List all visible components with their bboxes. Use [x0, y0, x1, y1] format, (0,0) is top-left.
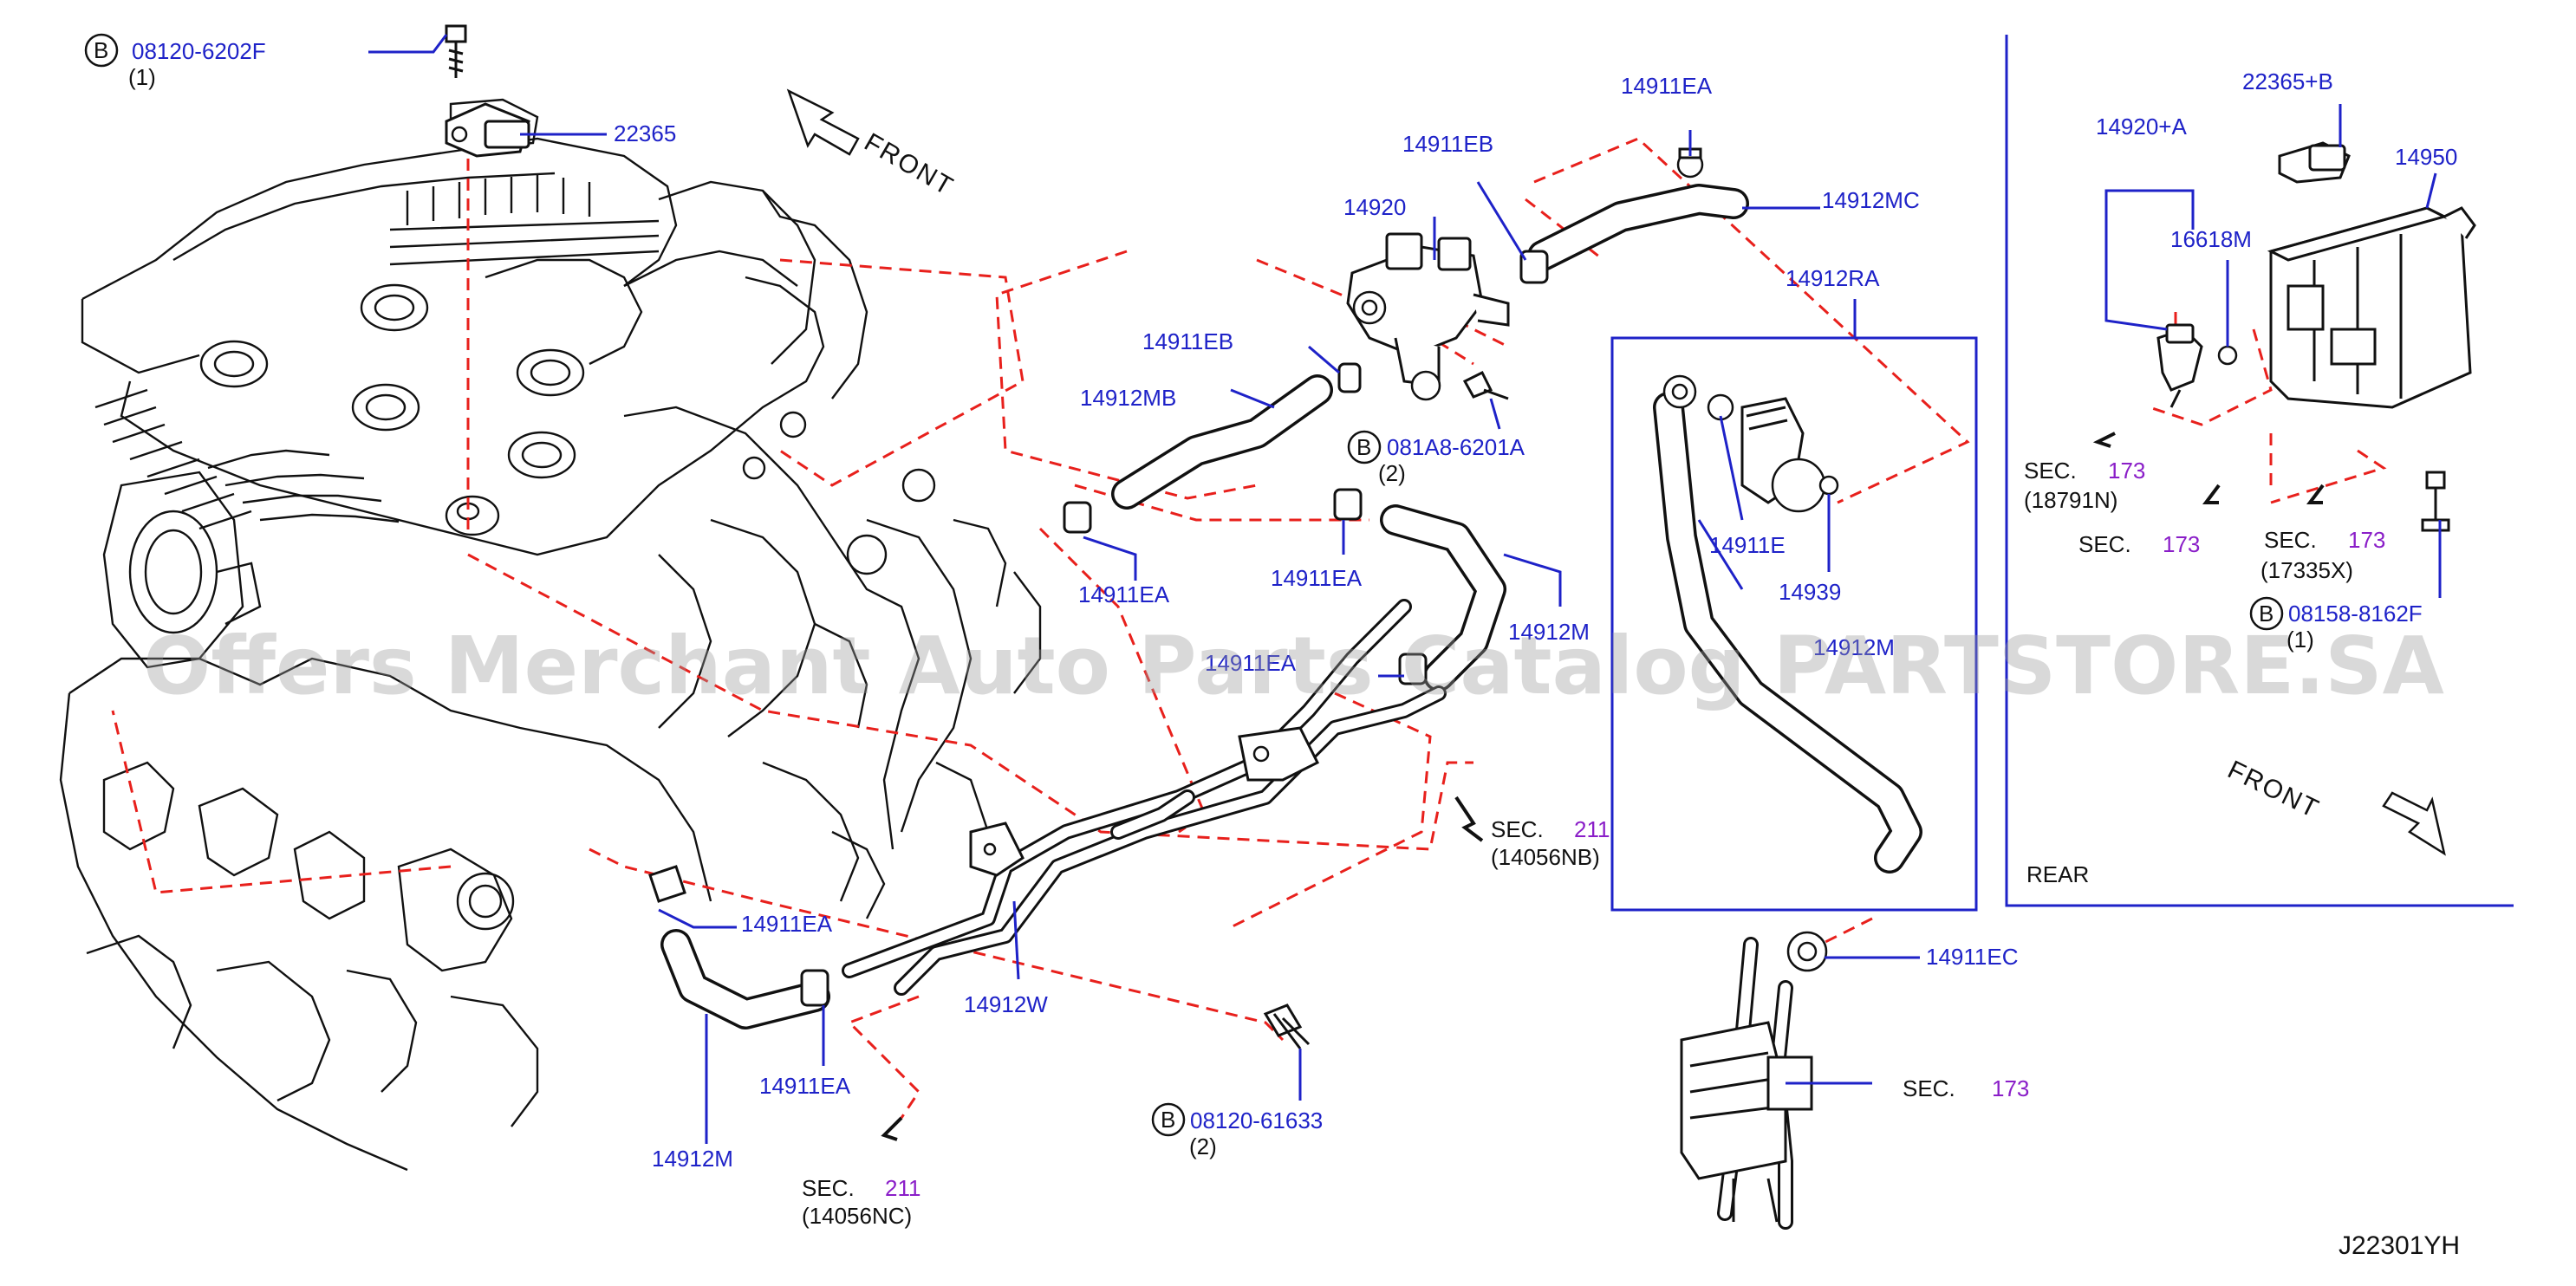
bolt-marker-mid-text: B — [1356, 434, 1371, 460]
bolt-marker-right-text: B — [2259, 601, 2274, 627]
label-14912RA[interactable]: 14912RA — [1786, 265, 1880, 291]
clamp-14911EB-mid-icon[interactable] — [1337, 362, 1362, 393]
label-sec211-b-num[interactable]: 211 — [885, 1175, 920, 1201]
label-sec173-a: SEC. — [2024, 458, 2077, 484]
label-bolt-mid-qty: (2) — [1378, 460, 1406, 486]
part-leader-lines — [368, 34, 2442, 1144]
clamp-14911EA-d-icon[interactable] — [800, 969, 829, 1007]
label-sec211-a-num[interactable]: 211 — [1574, 816, 1610, 842]
label-14911EA-cut[interactable]: 14911EA — [1205, 650, 1297, 676]
label-14911EB-mid[interactable]: 14911EB — [1142, 328, 1233, 354]
label-sec173-d: SEC. — [2264, 527, 2317, 553]
bolt-081A8-icon[interactable] — [1462, 370, 1509, 400]
label-14911EC[interactable]: 14911EC — [1926, 944, 2019, 970]
label-14950[interactable]: 14950 — [2395, 144, 2457, 170]
bolt-08158-8162F-icon[interactable] — [2421, 471, 2450, 532]
bolt-marker-top-text: B — [94, 37, 108, 63]
bolt-marker-mid — [1347, 430, 1382, 464]
watermark: Offers Merchant Auto Parts Catalog PARTS… — [143, 620, 2444, 712]
bracket-icon — [969, 726, 1320, 877]
clamp-14911EA-cut-icon[interactable] — [1398, 653, 1428, 685]
text-labels: 08120-6202F (1) 22365 FRONT 14911EA 1491… — [128, 38, 2460, 1260]
label-sec173-b-num[interactable]: 173 — [2163, 531, 2200, 557]
front-arrow-right-icon — [2382, 791, 2446, 856]
hoses — [660, 184, 1922, 1230]
label-bolt-081A8-6201A[interactable]: 081A8-6201A — [1387, 434, 1525, 460]
label-bolt-right-qty: (1) — [2287, 627, 2314, 653]
sec211-a-arrow-icon — [1454, 796, 1484, 842]
label-sec211-b-ref: (14056NC) — [802, 1203, 912, 1229]
clamp-14911EC-icon[interactable] — [1786, 931, 1828, 972]
label-14912M-rhs[interactable]: 14912M — [1813, 634, 1895, 660]
bolt-markers: B B B B — [84, 33, 2284, 1137]
bolt-marker-bot — [1151, 1102, 1186, 1137]
label-sec173-d-num[interactable]: 173 — [2348, 527, 2385, 553]
engine-illustration — [59, 98, 1042, 1172]
label-rear: REAR — [2026, 861, 2089, 887]
sec211-b-arrow-icon — [881, 1116, 903, 1141]
label-14912MB[interactable]: 14912MB — [1080, 385, 1176, 411]
bolt-08120-61633-icon[interactable] — [1263, 1003, 1311, 1049]
label-14911EA-b[interactable]: 14911EA — [1271, 565, 1363, 591]
label-bolt-08120-6202F[interactable]: 08120-6202F — [132, 38, 266, 64]
label-sec173-d-ref: (17335X) — [2261, 557, 2353, 583]
sec173-b-arrow-icon — [2202, 484, 2221, 504]
detail-frame-14912RA — [1610, 336, 1978, 912]
bolt-marker-bot-text: B — [1161, 1107, 1175, 1133]
label-14911EA-c[interactable]: 14911EA — [741, 911, 833, 937]
label-14912W[interactable]: 14912W — [964, 991, 1048, 1017]
sensor-22365-icon[interactable] — [445, 102, 530, 158]
label-sec173-a-num[interactable]: 173 — [2108, 458, 2145, 484]
label-front-left: FRONT — [860, 127, 959, 201]
label-bolt-08158-8162F[interactable]: 08158-8162F — [2288, 601, 2423, 627]
label-sec173-c-num[interactable]: 173 — [1992, 1075, 2029, 1101]
valve-14920A-icon[interactable] — [2156, 323, 2203, 408]
label-14911EA-d[interactable]: 14911EA — [759, 1073, 851, 1099]
front-arrow-left-icon — [786, 88, 860, 156]
label-14920[interactable]: 14920 — [1343, 194, 1406, 220]
label-sec211-b: SEC. — [802, 1175, 855, 1201]
label-sec173-c: SEC. — [1903, 1075, 1955, 1101]
label-14911EA-top[interactable]: 14911EA — [1621, 73, 1713, 99]
bolt-top-icon[interactable] — [445, 24, 467, 78]
sec173-d-arrow-icon — [2306, 484, 2325, 504]
clamp-14911EA-a-icon[interactable] — [1063, 501, 1092, 534]
label-22365B[interactable]: 22365+B — [2242, 68, 2333, 94]
label-bolt-08120-61633[interactable]: 08120-61633 — [1190, 1107, 1323, 1133]
components — [445, 24, 2476, 1223]
sec173-a-arrow-icon — [2092, 432, 2116, 448]
clamp-14911EA-c-icon[interactable] — [648, 865, 686, 903]
label-sec173-b: SEC. — [2078, 531, 2131, 557]
valve-14939-icon[interactable] — [1740, 397, 1839, 513]
bolt-marker-top — [84, 33, 119, 68]
label-16618M[interactable]: 16618M — [2170, 226, 2252, 252]
purge-valve-14920-icon[interactable] — [1346, 232, 1510, 401]
label-22365[interactable]: 22365 — [614, 120, 676, 146]
canister-14950-icon[interactable] — [2267, 206, 2476, 409]
label-14912M-bot[interactable]: 14912M — [652, 1146, 733, 1172]
label-sec211-a-ref: (14056NB) — [1491, 844, 1600, 870]
oring-16618M-icon[interactable] — [2217, 345, 2238, 366]
label-14911EB-top[interactable]: 14911EB — [1402, 131, 1493, 157]
label-front-right: FRONT — [2223, 756, 2324, 824]
diagram-code: J22301YH — [2339, 1231, 2460, 1260]
label-14911E[interactable]: 14911E — [1709, 532, 1786, 558]
label-sec211-a: SEC. — [1491, 816, 1544, 842]
clamp-14911EA-b-icon[interactable] — [1333, 488, 1363, 521]
rear-panel-frame — [2005, 35, 2514, 907]
label-bolt-top-qty: (1) — [128, 64, 156, 90]
sensor-22365B-icon[interactable] — [2278, 141, 2351, 184]
clamp-14911EB-top-icon[interactable] — [1519, 250, 1549, 284]
label-sec173-a-ref: (18791N) — [2024, 487, 2117, 513]
label-14939[interactable]: 14939 — [1779, 579, 1841, 605]
label-14912M-cut[interactable]: 14912M — [1508, 619, 1590, 645]
label-bolt-bot-qty: (2) — [1189, 1133, 1217, 1159]
label-14911EA-a[interactable]: 14911EA — [1078, 581, 1170, 607]
clamp-14911E-icon[interactable] — [1662, 374, 1734, 421]
direction-arrows — [786, 88, 2446, 1141]
bolt-marker-right — [2249, 596, 2284, 631]
label-14912MC[interactable]: 14912MC — [1822, 187, 1920, 213]
label-14920A[interactable]: 14920+A — [2096, 114, 2187, 140]
